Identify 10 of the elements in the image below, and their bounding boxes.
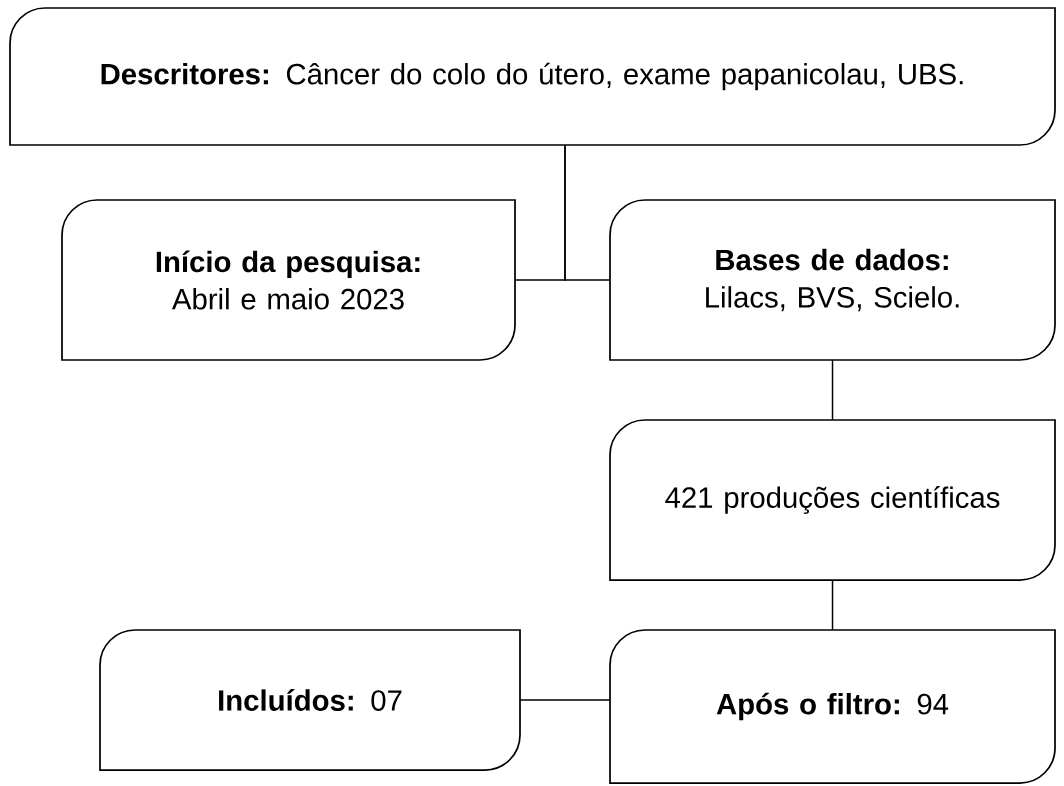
process-box: Bases de dados: Lilacs, BVS, Scielo. [609, 199, 1056, 361]
connector-line [519, 699, 611, 701]
process-box: 421 produções científicas [609, 419, 1056, 581]
process-box: Após o filtro: 94 [609, 629, 1056, 784]
connector-line [564, 144, 611, 281]
process-box: Incluídos: 07 [99, 629, 521, 771]
connector-line [831, 359, 834, 421]
process-box: Início da pesquisa: Abril e maio 2023 [61, 199, 516, 361]
connector-line [831, 579, 834, 631]
process-box: Descritores: Câncer do colo do útero, exame papanicolau, UBS. [9, 7, 1056, 146]
